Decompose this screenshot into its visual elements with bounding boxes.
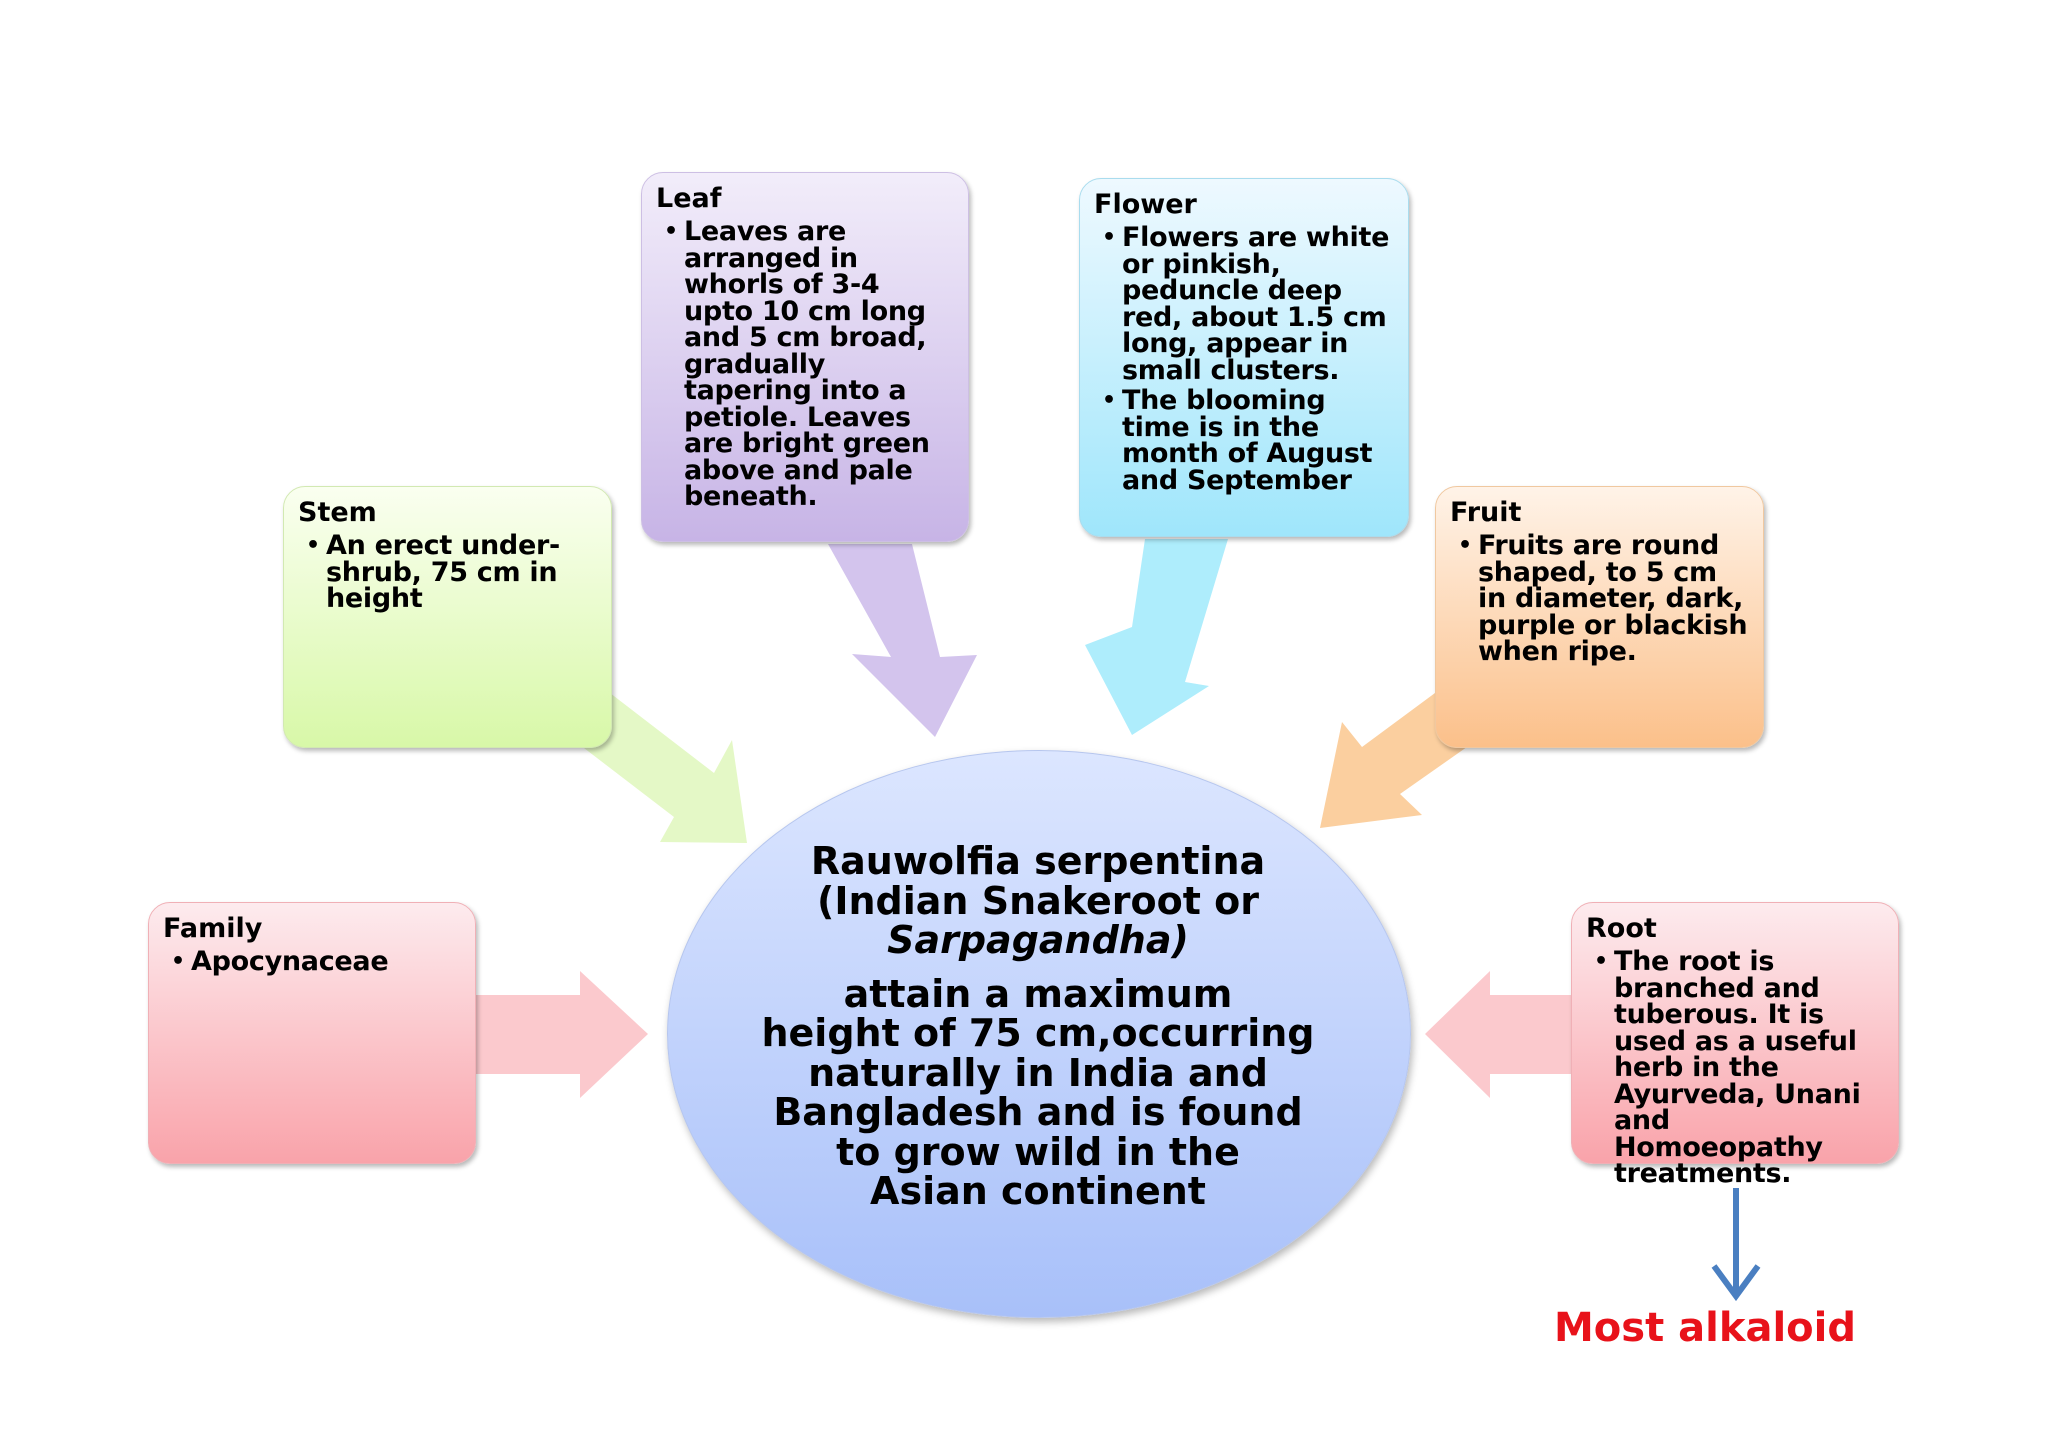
family-title: Family <box>163 913 263 944</box>
fruit-bullets: Fruits are round shaped, to 5 cm in diam… <box>1450 532 1749 666</box>
family-bullet: Apocynaceae <box>171 948 461 976</box>
center-line: height of 75 cm,occurring <box>761 1011 1315 1055</box>
center-line: naturally in India and <box>808 1050 1268 1095</box>
flower-bullet: The blooming time is in the month of Aug… <box>1102 387 1394 494</box>
stem-title: Stem <box>298 497 377 528</box>
center-line: Bangladesh and is found <box>773 1090 1303 1134</box>
center-line: Asian continent <box>870 1169 1206 1213</box>
most-alkaloid-callout: Most alkaloid <box>1554 1305 1856 1351</box>
root-bullets: The root is branched and tuberous. It is… <box>1586 948 1884 1188</box>
center-line: attain a maximum <box>843 971 1233 1016</box>
center-description: Rauwolfia serpentina (Indian Snakeroot o… <box>740 839 1336 1213</box>
family-bullets: Apocynaceae <box>163 948 461 976</box>
leaf-box: Leaf Leaves are arranged in whorls of 3-… <box>641 172 969 542</box>
fruit-box: Fruit Fruits are round shaped, to 5 cm i… <box>1435 486 1764 748</box>
stem-arrow <box>567 693 747 843</box>
root-arrow <box>1425 971 1571 1098</box>
flower-box: Flower Flowers are white or pinkish, ped… <box>1079 178 1409 537</box>
stem-box: Stem An erect under-shrub, 75 cm in heig… <box>283 486 612 748</box>
flower-bullets: Flowers are white or pinkish, peduncle d… <box>1094 224 1394 494</box>
leaf-title: Leaf <box>656 183 722 214</box>
common-name: (Indian Snakeroot or <box>817 878 1259 923</box>
root-title: Root <box>1586 913 1657 944</box>
fruit-title: Fruit <box>1450 497 1522 528</box>
leaf-arrow <box>828 544 977 737</box>
flower-bullet: Flowers are white or pinkish, peduncle d… <box>1102 224 1394 384</box>
down-arrow-icon <box>1711 1188 1761 1302</box>
local-name: Sarpagandha) <box>887 918 1189 962</box>
leaf-bullet: Leaves are arranged in whorls of 3-4 upt… <box>664 218 954 511</box>
stem-bullets: An erect under-shrub, 75 cm in height <box>298 532 597 613</box>
plant-name-block: Rauwolfia serpentina (Indian Snakeroot o… <box>740 839 1336 962</box>
stem-bullet: An erect under-shrub, 75 cm in height <box>306 532 597 613</box>
center-line: to grow wild in the <box>836 1129 1240 1174</box>
center-ellipse <box>667 750 1411 1318</box>
family-box: Family Apocynaceae <box>148 902 476 1164</box>
plant-name: Rauwolfia serpentina <box>810 839 1266 883</box>
flower-arrow <box>1085 539 1228 735</box>
flower-title: Flower <box>1094 189 1197 220</box>
leaf-bullets: Leaves are arranged in whorls of 3-4 upt… <box>656 218 954 511</box>
root-box: Root The root is branched and tuberous. … <box>1571 902 1899 1187</box>
fruit-bullet: Fruits are round shaped, to 5 cm in diam… <box>1458 532 1749 666</box>
root-bullet: The root is branched and tuberous. It is… <box>1594 948 1884 1188</box>
family-arrow <box>476 971 648 1098</box>
